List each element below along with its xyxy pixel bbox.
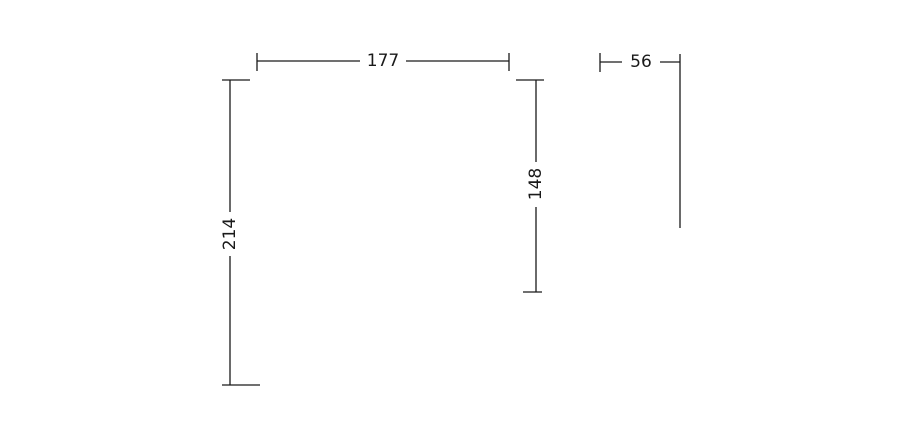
dimension-left-height-label: 214 (220, 218, 240, 250)
dimension-middle-height: 148 (516, 79, 546, 293)
dimension-middle-height-label: 148 (526, 168, 546, 200)
dimension-right-width-label: 56 (630, 52, 652, 72)
dimension-left-height: 214 (220, 79, 260, 386)
dimension-top-width-label: 177 (367, 51, 399, 71)
dimension-top-width: 177 (256, 51, 510, 71)
dimension-right-width: 56 (599, 52, 681, 228)
